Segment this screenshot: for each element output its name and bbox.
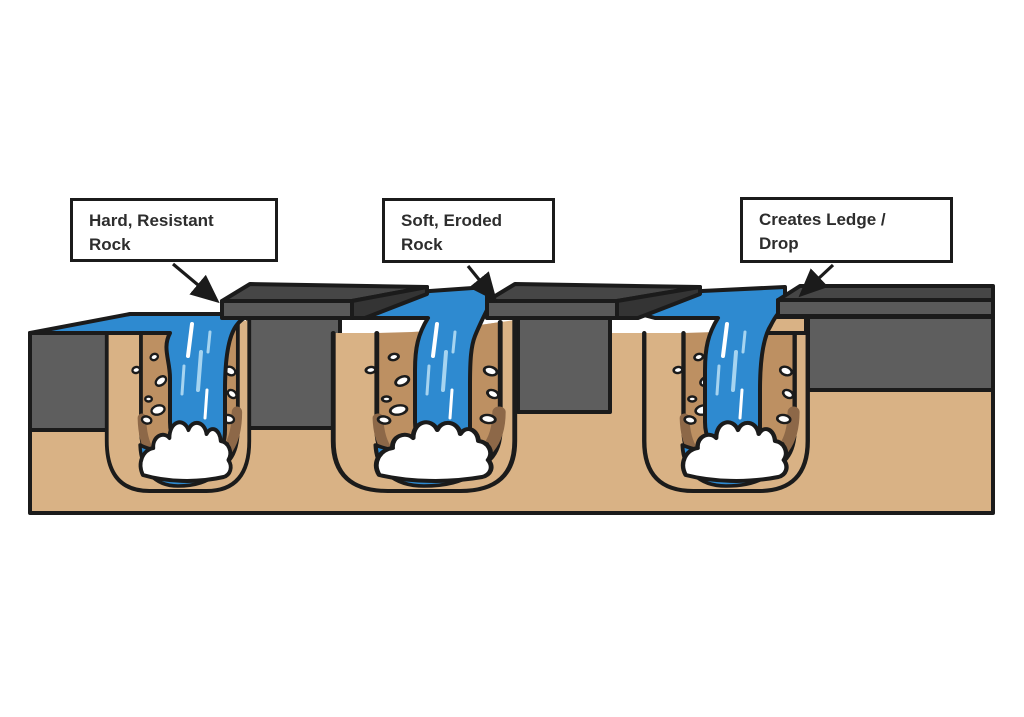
gray-band-left (28, 331, 109, 432)
label-text: Creates Ledge / (759, 210, 886, 229)
label-text: Rock (401, 235, 443, 254)
arrow-soft-rock (466, 264, 498, 302)
cap-rock-slab-1 (220, 282, 429, 320)
gray-block-right (806, 315, 995, 392)
arrow-hard-rock (171, 262, 220, 304)
diagram-border (28, 331, 995, 515)
arrow-ledge-drop (798, 263, 835, 298)
gray-block-2 (516, 316, 612, 414)
label-text: Soft, Eroded (401, 211, 503, 230)
label-soft-eroded-rock: Soft, Eroded Rock (382, 198, 555, 263)
label-text: Rock (89, 235, 131, 254)
gray-block-1 (246, 316, 342, 430)
callout-arrows (171, 262, 835, 304)
label-text: Drop (759, 234, 799, 253)
label-text: Hard, Resistant (89, 211, 214, 230)
cap-rock-slab-2 (485, 282, 702, 320)
label-hard-resistant-rock: Hard, Resistant Rock (70, 198, 278, 262)
hard-rock-layer (28, 315, 995, 432)
cap-rock-slab-right (776, 284, 995, 318)
label-creates-ledge-drop: Creates Ledge / Drop (740, 197, 953, 263)
